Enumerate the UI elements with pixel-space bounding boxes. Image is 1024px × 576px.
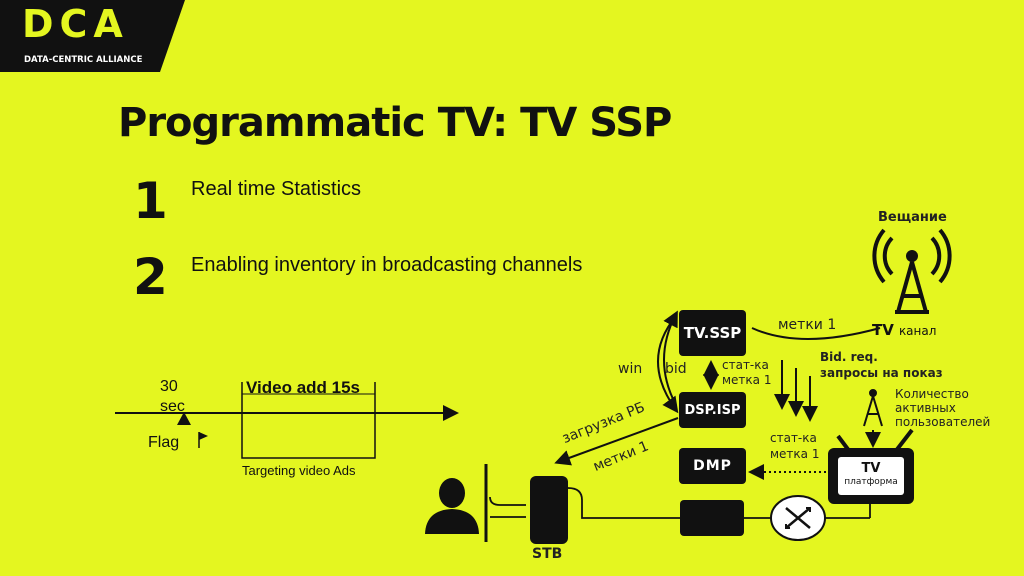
tv-platform-label: TV платформа [838,462,904,488]
duration-unit: sec [160,398,185,415]
load-arrow [554,417,679,466]
logo-tagline: DATA-CENTRIC ALLIANCE [24,55,143,65]
video-ad-label: Video add 15s [246,378,361,397]
broadcast-tower-icon [872,228,952,314]
connections [489,487,871,519]
stat-label-1b: метка 1 [722,373,772,387]
tv-channel-label: TV канал [872,320,936,339]
active-users-1: Количество [895,387,969,401]
tv-platform-icon [828,428,914,504]
broadcast-label: Вещание [878,210,947,225]
person-icon [425,478,479,534]
stat-label-1: стат-ка [722,358,769,372]
bid-arrow [663,310,678,406]
bid-request-arrows [774,360,818,422]
timeline-marker-icon [177,412,191,425]
dmp-box: DMP [679,448,746,484]
timeline [115,382,459,459]
arc-marks-link [751,327,881,340]
ad-slot-bracket [241,382,376,459]
bid-label: bid [665,361,687,377]
item-number-1: 1 [133,172,168,230]
logo: DCA DATA-CENTRIC ALLIANCE [0,0,185,72]
logo-background [0,0,185,72]
tv-ssp-box: TV.SSP [679,310,746,356]
item-number-2: 2 [133,248,168,306]
stat-label-2: стат-ка [770,431,817,445]
bid-request-label: Bid. req. [820,350,878,364]
item-text-1: Real time Statistics [191,178,362,200]
stb-label: STB [532,546,563,562]
item-text-2: Enabling inventory in broadcasting chann… [191,254,583,276]
antenna-icon [863,389,883,427]
bid-request-desc: запросы на показ [820,366,943,380]
dsp-isp-box: DSP.ISP [679,392,746,428]
logo-mark: DCA [22,2,129,46]
flag-icon [199,432,208,440]
flag-label: Flag [148,434,180,451]
tv-platform-rest: платформа [844,477,898,487]
targeting-label: Targeting video Ads [242,463,356,478]
win-label: win [618,361,643,377]
stat-label-2b: метка 1 [770,447,820,461]
duration-value: 30 [160,378,178,395]
stb-device [530,476,568,544]
page-title: Programmatic TV: TV SSP [118,100,672,146]
tv-channel-bold: TV [872,321,894,339]
tv-channel-rest: канал [898,324,937,338]
active-users-3: пользователей [895,415,991,429]
active-users-2: активных [895,401,956,415]
router-icon [770,495,826,541]
tv-platform-bold: TV [861,461,881,476]
network-box [680,500,744,536]
marks-label: метки 1 [778,317,837,333]
